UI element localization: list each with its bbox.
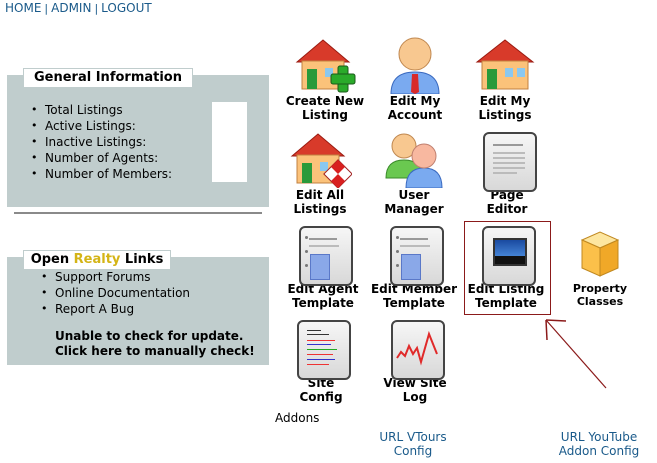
stat-total-listings: Total Listings	[31, 102, 172, 118]
top-navigation: HOME|ADMIN|LOGOUT	[5, 1, 152, 15]
title-realty: Realty	[73, 252, 121, 267]
general-information-title: General Information	[23, 68, 193, 87]
general-information-panel: General Information Total Listings Activ…	[7, 68, 269, 207]
users-icon	[382, 130, 446, 189]
title-part: Open	[30, 252, 74, 267]
highlight-box	[464, 221, 551, 315]
title-part: Links	[120, 252, 164, 267]
house-add-icon	[293, 36, 357, 94]
user-icon	[383, 36, 447, 95]
house-icon	[473, 36, 537, 94]
home-link[interactable]: HOME	[5, 1, 42, 15]
update-line-2: Click here to manually check!	[55, 344, 255, 358]
divider	[14, 212, 262, 214]
stat-active-listings: Active Listings:	[31, 118, 172, 134]
annotation-arrow-icon	[545, 319, 607, 389]
chart-log-icon	[383, 318, 447, 380]
update-line-1: Unable to check for update.	[55, 329, 244, 343]
admin-link[interactable]: ADMIN	[51, 1, 92, 15]
nav-separator: |	[94, 2, 99, 15]
stat-number-members: Number of Members:	[31, 166, 172, 182]
support-forums-link[interactable]: Support Forums	[41, 269, 190, 285]
online-documentation-link[interactable]: Online Documentation	[41, 285, 190, 301]
logout-link[interactable]: LOGOUT	[101, 1, 152, 15]
links-list: Support Forums Online Documentation Repo…	[41, 269, 190, 317]
profile-document-icon	[382, 224, 446, 286]
code-document-icon	[289, 318, 353, 380]
profile-document-icon	[291, 224, 355, 286]
stats-values-box	[212, 102, 247, 182]
open-realty-links-panel: Open Realty Links Support Forums Online …	[7, 250, 269, 365]
stat-inactive-listings: Inactive Listings:	[31, 134, 172, 150]
open-realty-links-title: Open Realty Links	[23, 250, 171, 269]
house-checker-icon	[288, 130, 353, 189]
nav-separator: |	[44, 2, 49, 15]
stats-list: Total Listings Active Listings: Inactive…	[31, 102, 172, 182]
document-icon	[475, 130, 539, 192]
picture-icon	[474, 224, 538, 286]
report-bug-link[interactable]: Report A Bug	[41, 301, 190, 317]
update-check-link[interactable]: Unable to check for update. Click here t…	[55, 329, 255, 359]
box-icon	[568, 230, 632, 282]
addons-label: Addons	[275, 411, 320, 425]
stat-number-agents: Number of Agents:	[31, 150, 172, 166]
